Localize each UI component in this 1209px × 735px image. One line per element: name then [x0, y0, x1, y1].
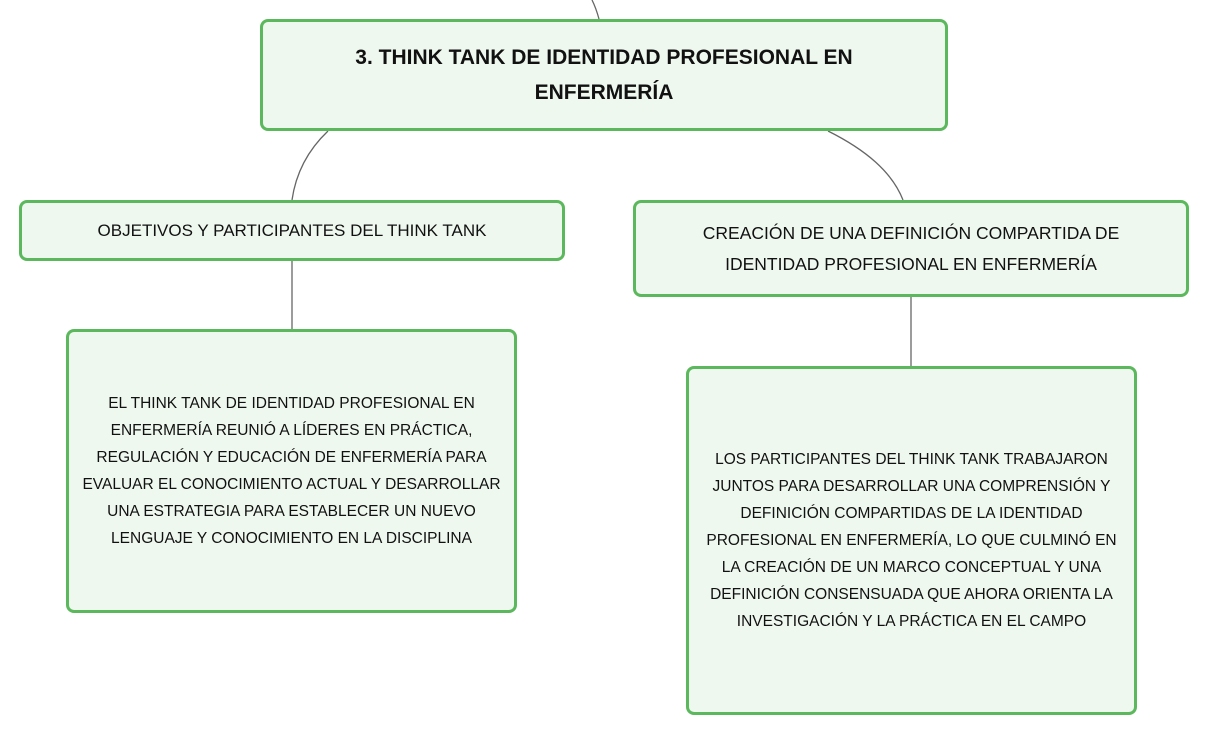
- root-topic-node[interactable]: 3. THINK TANK DE IDENTIDAD PROFESIONAL E…: [260, 19, 948, 131]
- objectives-topic-node[interactable]: OBJETIVOS Y PARTICIPANTES DEL THINK TANK: [19, 200, 565, 261]
- connector-root-to-creation: [827, 130, 904, 201]
- objectives-topic-label: OBJETIVOS Y PARTICIPANTES DEL THINK TANK: [97, 220, 487, 240]
- objectives-detail-text: EL THINK TANK DE IDENTIDAD PROFESIONAL E…: [82, 395, 501, 547]
- connector-parent-to-root: [591, 0, 600, 20]
- creation-topic-label: CREACIÓN DE UNA DEFINICIÓN COMPARTIDA DE…: [702, 222, 1120, 274]
- creation-detail-node[interactable]: LOS PARTICIPANTES DEL THINK TANK TRABAJA…: [686, 366, 1137, 715]
- root-topic-label: 3. THINK TANK DE IDENTIDAD PROFESIONAL E…: [355, 46, 853, 104]
- objectives-detail-node[interactable]: EL THINK TANK DE IDENTIDAD PROFESIONAL E…: [66, 329, 517, 613]
- connector-root-to-objectives: [291, 130, 329, 201]
- creation-detail-text: LOS PARTICIPANTES DEL THINK TANK TRABAJA…: [706, 451, 1117, 630]
- creation-topic-node[interactable]: CREACIÓN DE UNA DEFINICIÓN COMPARTIDA DE…: [633, 200, 1189, 297]
